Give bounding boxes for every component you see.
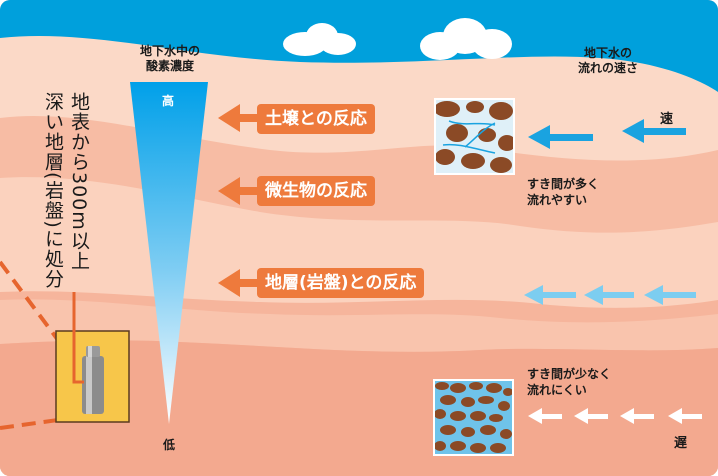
arrow-left-icon <box>644 285 696 305</box>
canister-icon <box>82 346 104 414</box>
oxygen-header-line2: 酸素濃度 <box>145 59 194 73</box>
callout-dashed-line <box>0 418 59 430</box>
oxygen-high-label: 高 <box>162 94 175 108</box>
many-gaps-caption: すき間が多く 流れやすい <box>527 176 599 208</box>
speed-header-line1: 地下水の <box>583 46 632 60</box>
arrow-left-icon <box>622 119 686 143</box>
oxygen-header: 地下水中の 酸素濃度 <box>122 44 218 74</box>
reaction-bedrock: 地層(岩盤)との反応 <box>257 268 425 298</box>
speed-header-line2: 流れの速さ <box>577 61 638 75</box>
cloud-icon <box>420 18 512 60</box>
arrow-left-icon <box>218 269 260 297</box>
leader-line <box>72 292 84 384</box>
many-gaps-line2: 流れやすい <box>527 193 588 207</box>
reaction-microbe: 微生物の反応 <box>257 176 375 206</box>
few-gaps-line1: すき間が少なく <box>527 367 612 381</box>
rock-texture-icon <box>433 379 514 456</box>
arrow-left-icon <box>218 177 260 205</box>
layer-deep <box>0 340 718 476</box>
speed-header: 地下水の 流れの速さ <box>560 46 656 76</box>
oxygen-header-line1: 地下水中の <box>139 44 200 58</box>
oxygen-low-label: 低 <box>163 438 176 452</box>
speed-slow-label: 遅 <box>674 436 688 451</box>
few-gaps-caption: すき間が少なく 流れにくい <box>527 366 611 398</box>
arrow-left-icon <box>584 285 634 305</box>
disposal-text: 地表から300m以上 深い地層(岩盤)に処分 <box>40 92 92 322</box>
few-gaps-line2: 流れにくい <box>527 383 587 397</box>
arrow-left-icon <box>528 408 562 424</box>
arrow-left-icon <box>668 408 702 424</box>
callout-dashed-line <box>0 260 60 342</box>
speed-fast-label: 速 <box>660 112 674 127</box>
cloud-icon <box>283 23 356 56</box>
arrow-left-icon <box>524 285 576 305</box>
many-gaps-line1: すき間が多く <box>527 177 600 191</box>
oxygen-wedge <box>130 82 208 424</box>
arrow-left-icon <box>218 104 260 132</box>
reaction-soil: 土壌との反応 <box>257 104 375 134</box>
disposal-line2: 深い地層(岩盤)に処分 <box>42 92 64 289</box>
arrow-left-icon <box>574 408 608 424</box>
soil-texture-icon <box>434 98 515 175</box>
disposal-line1: 地表から300m以上 <box>68 92 90 271</box>
arrow-left-icon <box>528 125 593 149</box>
arrow-left-icon <box>620 408 654 424</box>
